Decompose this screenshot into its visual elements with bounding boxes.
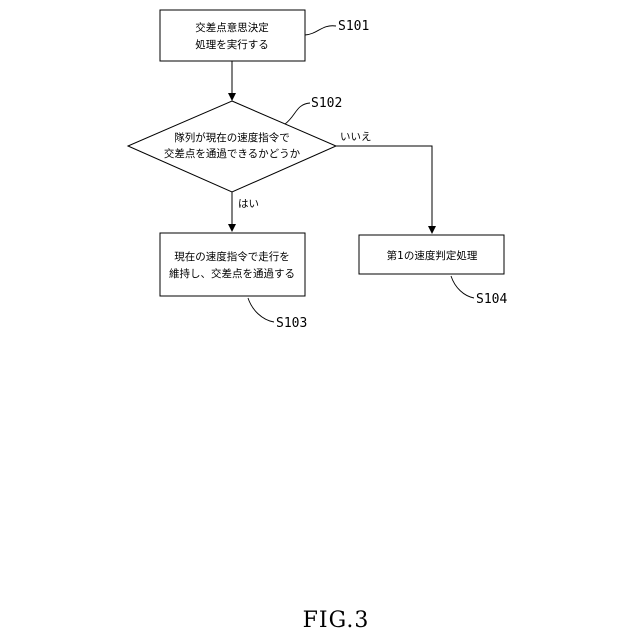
branch-no-label: いいえ	[340, 131, 372, 143]
s104-line-1: 第1の速度判定処理	[387, 249, 478, 262]
s104-step-label: S104	[476, 292, 507, 307]
s101-line-2: 処理を実行する	[195, 38, 269, 51]
s101-leader-line	[305, 26, 336, 35]
s101-line-1: 交差点意思決定	[195, 21, 269, 34]
step-s101-box: 交差点意思決定 処理を実行する	[160, 10, 305, 61]
branch-yes-label: はい	[238, 198, 259, 210]
s102-line-1: 隊列が現在の速度指令で	[174, 131, 290, 144]
s101-step-label: S101	[338, 19, 369, 34]
step-s102-decision: 隊列が現在の速度指令で 交差点を通過できるかどうか	[128, 101, 336, 192]
step-s104-box: 第1の速度判定処理	[359, 235, 504, 274]
s102-line-2: 交差点を通過できるかどうか	[164, 147, 301, 160]
s102-leader-line	[285, 103, 310, 124]
step-s103-box: 現在の速度指令で走行を 維持し、交差点を通過する	[160, 233, 305, 296]
s103-step-label: S103	[276, 316, 307, 331]
s103-line-2: 維持し、交差点を通過する	[169, 267, 295, 280]
arrow-s102-to-s104	[336, 146, 432, 233]
s104-leader-line	[451, 276, 474, 298]
s103-line-1: 現在の速度指令で走行を	[174, 250, 290, 263]
s103-leader-line	[248, 298, 274, 322]
s102-step-label: S102	[311, 96, 342, 111]
figure-caption: FIG.3	[303, 608, 370, 633]
